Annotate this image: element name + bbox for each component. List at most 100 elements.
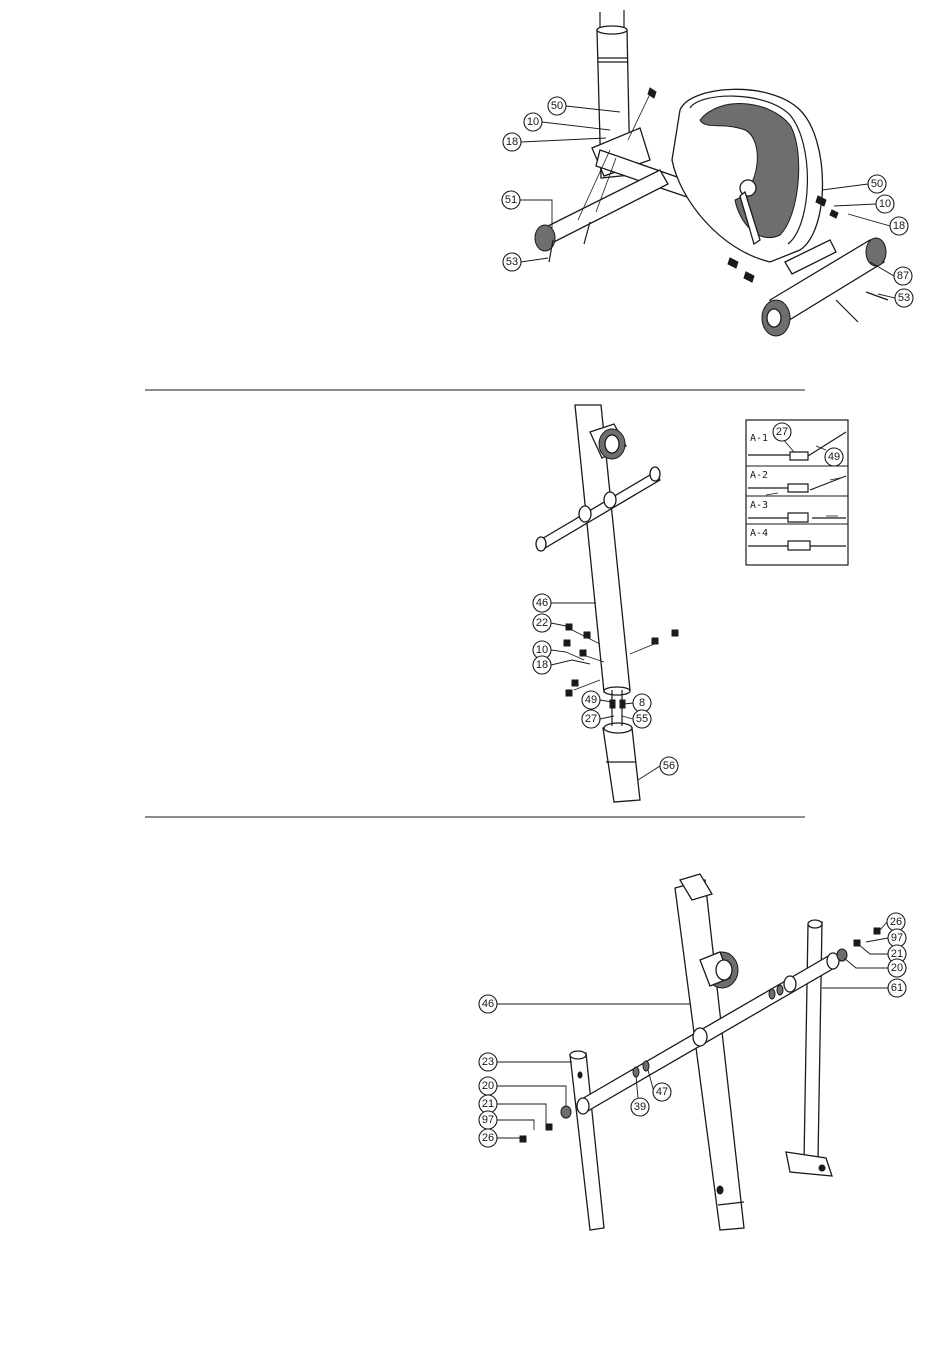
spacer-39 <box>633 1067 639 1077</box>
callout-53-front: 53 <box>503 253 521 271</box>
callout-39: 39 <box>631 1098 649 1116</box>
left-arm-hole <box>578 1072 582 1078</box>
bolts-mid-left <box>564 640 586 656</box>
callout-61: 61 <box>888 979 906 997</box>
bolts-lower-left <box>566 680 578 696</box>
callout-50-side: 50 <box>868 175 886 193</box>
callout-22: 22 <box>533 614 551 632</box>
leader-26-right <box>880 922 887 930</box>
svg-text:27: 27 <box>776 426 788 438</box>
leader-20-right <box>844 958 888 968</box>
inset-row-a2: A-2 <box>750 470 768 481</box>
cable-clip-left <box>610 700 615 708</box>
callout-46-step3: 46 <box>479 995 497 1013</box>
cross-shaft-end-left <box>577 1098 589 1114</box>
left-arm-top <box>570 1051 586 1059</box>
leader-21-left <box>497 1104 546 1124</box>
svg-text:10: 10 <box>536 644 548 656</box>
step-1-illustration <box>535 10 888 336</box>
tension-knob-step3-center <box>716 960 732 980</box>
step-2-illustration <box>536 405 678 802</box>
rear-end-cap-right <box>866 238 886 266</box>
leader-50b <box>822 184 868 190</box>
callout-20-right: 20 <box>888 959 906 977</box>
svg-text:87: 87 <box>897 270 909 282</box>
svg-text:21: 21 <box>482 1098 494 1110</box>
left-arm-23 <box>570 1053 604 1230</box>
callout-97-right: 97 <box>888 929 906 947</box>
callout-27: 27 <box>582 710 600 728</box>
svg-text:21: 21 <box>891 948 903 960</box>
rear-end-cap-hole <box>767 309 781 327</box>
svg-text:97: 97 <box>891 932 903 944</box>
front-stabilizer <box>540 170 668 245</box>
svg-text:53: 53 <box>506 256 518 268</box>
leader-18 <box>551 660 590 665</box>
svg-text:49: 49 <box>585 694 597 706</box>
svg-text:8: 8 <box>639 697 645 709</box>
callout-50-top: 50 <box>548 97 566 115</box>
callout-10-side: 10 <box>876 195 894 213</box>
callout-53-rear: 53 <box>895 289 913 307</box>
svg-text:23: 23 <box>482 1056 494 1068</box>
svg-text:22: 22 <box>536 617 548 629</box>
callout-inset-49: 49 <box>825 448 843 466</box>
leader-20-left <box>497 1086 566 1106</box>
callout-8: 8 <box>633 694 651 712</box>
leader-18b <box>848 214 890 226</box>
callout-26-left: 26 <box>479 1129 497 1147</box>
svg-text:97: 97 <box>482 1114 494 1126</box>
axle-bushing-right <box>604 492 616 508</box>
svg-text:56: 56 <box>663 760 675 772</box>
leader-97-left <box>497 1120 534 1130</box>
svg-text:27: 27 <box>585 713 597 725</box>
lower-post-top <box>604 723 632 733</box>
svg-text:39: 39 <box>634 1101 646 1113</box>
svg-text:55: 55 <box>636 713 648 725</box>
callout-55: 55 <box>633 710 651 728</box>
svg-text:46: 46 <box>482 998 494 1010</box>
post-top-opening <box>597 26 627 34</box>
svg-text:47: 47 <box>656 1086 668 1098</box>
spacer-right-1 <box>769 989 775 999</box>
inset-row-a4: A-4 <box>750 528 768 539</box>
callout-18-top: 18 <box>503 133 521 151</box>
svg-text:10: 10 <box>527 116 539 128</box>
callout-18-side: 18 <box>890 217 908 235</box>
bolts-right <box>652 630 678 644</box>
svg-text:53: 53 <box>898 292 910 304</box>
svg-text:18: 18 <box>506 136 518 148</box>
svg-text:50: 50 <box>871 178 883 190</box>
carriage-bolt-rear-2 <box>836 300 858 322</box>
callout-49: 49 <box>582 691 600 709</box>
right-arm-foot <box>786 1152 832 1176</box>
leader-55 <box>622 716 633 719</box>
callout-56: 56 <box>660 757 678 775</box>
tension-knob-center <box>605 435 619 453</box>
callout-10-top: 10 <box>524 113 542 131</box>
svg-text:10: 10 <box>879 198 891 210</box>
spacer-right-2 <box>777 985 783 995</box>
right-arm-top <box>808 920 822 928</box>
center-post-hole <box>717 1186 723 1194</box>
bolts-left <box>520 1124 552 1142</box>
callout-87: 87 <box>894 267 912 285</box>
svg-text:50: 50 <box>551 100 563 112</box>
svg-text:61: 61 <box>891 982 903 994</box>
svg-text:46: 46 <box>536 597 548 609</box>
svg-text:26: 26 <box>482 1132 494 1144</box>
callout-21-left: 21 <box>479 1095 497 1113</box>
step-3-illustration <box>520 874 880 1230</box>
svg-text:18: 18 <box>536 659 548 671</box>
washer-left <box>561 1106 571 1118</box>
leader-51 <box>520 200 552 228</box>
callout-26-right: 26 <box>887 913 905 931</box>
leader-53a <box>521 258 548 262</box>
callout-47: 47 <box>653 1083 671 1101</box>
post-46-bottom <box>604 687 630 695</box>
bolts-upper-left <box>566 624 590 638</box>
leader-10b <box>834 204 876 206</box>
spacer-47 <box>643 1061 649 1071</box>
inset-row-a3: A-3 <box>750 500 768 511</box>
